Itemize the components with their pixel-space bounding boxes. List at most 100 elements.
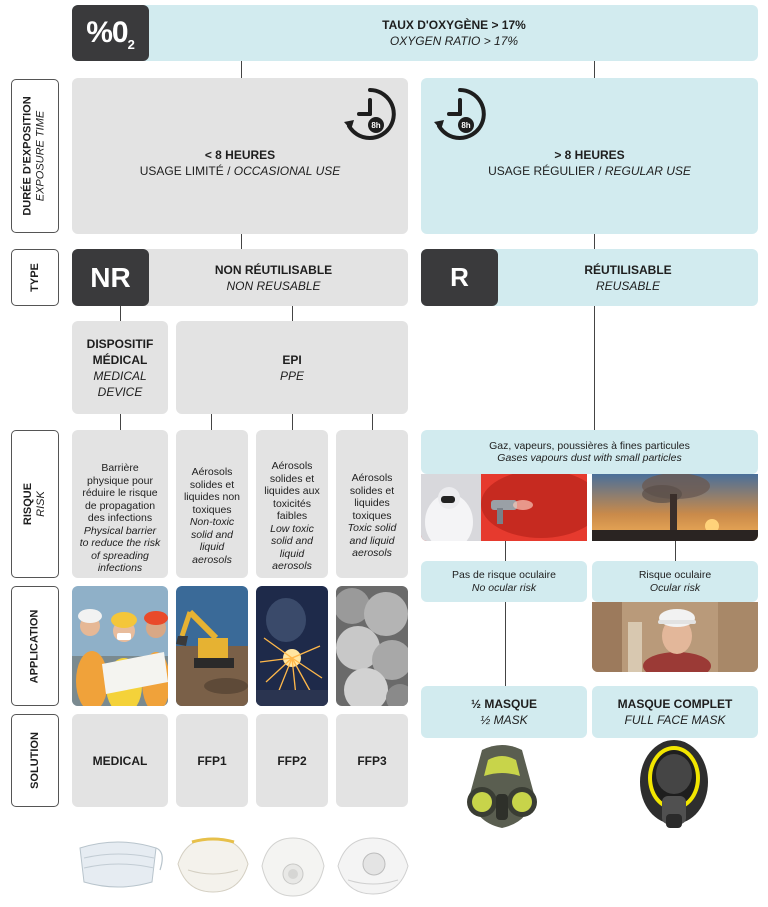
type-nr-badge-text: NR <box>90 261 131 293</box>
solution-ffp3-box: FFP3 <box>336 714 408 807</box>
welding-sparks-photo <box>256 586 328 706</box>
solution-half-en: ½ MASK <box>480 713 528 727</box>
ppe-en: PPE <box>279 368 304 383</box>
medical-workers-photo <box>72 586 168 706</box>
risk-reusable-box: Gaz, vapeurs, poussières à fines particu… <box>421 430 758 474</box>
solution-medical: MEDICAL <box>92 753 148 768</box>
exposure-short-usage-en: OCCASIONAL USE <box>233 164 341 178</box>
exposure-short-box: < 8 HEURES USAGE LIMITÉ / OCCASIONAL USE <box>72 78 408 234</box>
application-label: APPLICATION <box>28 609 41 683</box>
sidebar-type: TYPE <box>11 249 59 306</box>
connector-line <box>372 414 373 430</box>
exposure-short-usage-fr: USAGE LIMITÉ / <box>139 164 231 178</box>
exposure-long-box: > 8 HEURES USAGE RÉGULIER / REGULAR USE <box>421 78 758 234</box>
risk-reusable-fr: Gaz, vapeurs, poussières à fines particu… <box>489 439 690 452</box>
full-face-mask-product-image <box>632 736 716 836</box>
medical-device-fr-2: MÉDICAL <box>92 352 148 367</box>
risk-label-en: RISK <box>35 491 47 517</box>
solution-ffp2: FFP2 <box>277 753 307 768</box>
ppe-box: EPI PPE <box>176 321 408 414</box>
ffp2-mask-product-image <box>258 834 328 900</box>
connector-line <box>675 541 676 561</box>
risk-label-fr: RISQUE <box>22 482 34 526</box>
type-nr-badge: NR <box>72 249 149 306</box>
solution-full-mask-box: MASQUE COMPLET FULL FACE MASK <box>592 686 758 738</box>
exposure-long-title: > 8 HEURES <box>554 148 625 162</box>
ocular-en: Ocular risk <box>649 581 701 594</box>
type-nr-fr: NON RÉUTILISABLE <box>214 262 333 277</box>
connector-line <box>211 414 212 430</box>
medical-device-en-2: DEVICE <box>97 384 143 399</box>
type-nr-en: NON REUSABLE <box>226 278 321 293</box>
no-ocular-risk-box: Pas de risque oculaire No ocular risk <box>421 561 587 602</box>
clock-8h-icon: 8h <box>432 86 488 142</box>
exposure-label-en: EXPOSURE TIME <box>35 110 48 202</box>
solution-ffp1-box: FFP1 <box>176 714 248 807</box>
connector-line <box>120 306 121 321</box>
oxygen-title-fr: TAUX D'OXYGÈNE > 17% <box>382 18 526 32</box>
worker-helmet-photo <box>592 602 758 672</box>
type-r-en: REUSABLE <box>595 278 661 293</box>
ffp1-mask-product-image <box>172 834 254 896</box>
medical-device-fr-1: DISPOSITIF <box>86 336 154 351</box>
oxygen-title-en: OXYGEN RATIO > 17% <box>389 34 519 48</box>
connector-line <box>241 234 242 249</box>
medical-device-box: DISPOSITIF MÉDICAL MEDICAL DEVICE <box>72 321 168 414</box>
type-r-badge: R <box>421 249 498 306</box>
solution-ffp1: FFP1 <box>197 753 227 768</box>
type-r-fr: RÉUTILISABLE <box>584 262 672 277</box>
solution-ffp3: FFP3 <box>357 753 387 768</box>
type-label: TYPE <box>28 263 41 292</box>
oxygen-ratio-header: TAUX D'OXYGÈNE > 17% OXYGEN RATIO > 17% <box>72 5 758 61</box>
ffp3-mask-product-image <box>334 834 412 898</box>
no-ocular-en: No ocular risk <box>471 581 537 594</box>
exposure-long-usage-en: REGULAR USE <box>604 164 691 178</box>
risk-reusable-en: Gases vapours dust with small particles <box>497 452 682 464</box>
type-r-badge-text: R <box>450 262 469 292</box>
connector-line <box>594 234 595 249</box>
connector-line <box>505 541 506 561</box>
solution-full-fr: MASQUE COMPLET <box>617 697 733 711</box>
connector-line <box>241 61 242 78</box>
ocular-fr: Risque oculaire <box>638 569 712 581</box>
surgical-mask-product-image <box>74 830 164 900</box>
exposure-short-title: < 8 HEURES <box>204 148 276 162</box>
connector-line <box>292 306 293 321</box>
exposure-label-fr: DURÉE D'EXPOSITION <box>22 96 35 216</box>
connector-line <box>594 61 595 78</box>
clock-short-label: 8h <box>371 121 380 130</box>
clock-8h-icon: 8h <box>342 86 398 142</box>
connector-line <box>505 602 506 686</box>
half-mask-product-image <box>460 742 544 832</box>
oxygen-badge-subscript: 2 <box>127 36 135 52</box>
no-ocular-fr: Pas de risque oculaire <box>452 569 556 581</box>
solution-half-mask-box: ½ MASQUE ½ MASK <box>421 686 587 738</box>
connector-line <box>594 306 595 430</box>
solution-medical-box: MEDICAL <box>72 714 168 807</box>
ppe-fr: EPI <box>282 352 302 367</box>
solution-label: SOLUTION <box>28 732 41 789</box>
connector-line <box>120 414 121 430</box>
solution-ffp2-box: FFP2 <box>256 714 328 807</box>
connector-line <box>292 414 293 430</box>
sidebar-application: APPLICATION <box>11 586 59 706</box>
clock-long-label: 8h <box>461 121 470 130</box>
factory-smoke-photo <box>592 474 758 541</box>
oxygen-badge-symbol: %0 <box>86 16 128 49</box>
toxic-smoke-photo <box>336 586 408 706</box>
